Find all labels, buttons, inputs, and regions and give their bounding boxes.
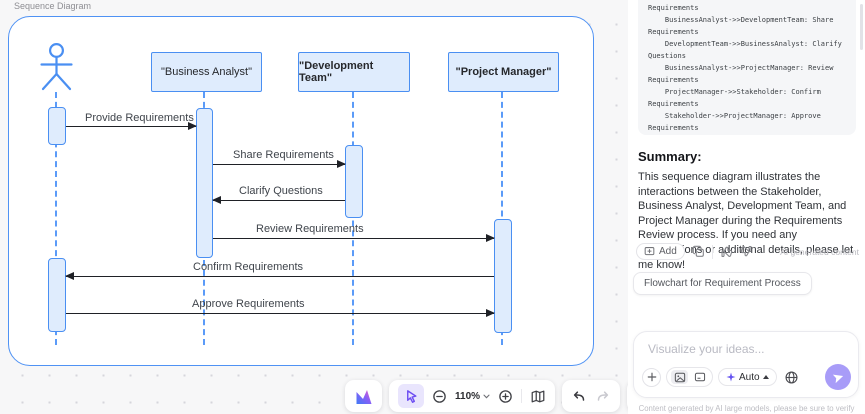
thumbs-up-button[interactable] xyxy=(720,245,733,258)
cursor-icon xyxy=(406,389,417,403)
actor-box-development-team[interactable]: "Development Team" xyxy=(298,52,410,92)
actor-box-project-manager[interactable]: "Project Manager" xyxy=(448,52,559,92)
redo-icon xyxy=(597,391,609,401)
actor-box-business-analyst[interactable]: "Business Analyst" xyxy=(151,52,262,92)
code-block: Requirements BusinessAnalyst->>Developme… xyxy=(638,0,856,135)
send-button[interactable] xyxy=(825,364,851,390)
actions-divider xyxy=(711,244,713,259)
actor-label: "Development Team" xyxy=(299,60,374,84)
message-arrow-share-requirements xyxy=(213,159,346,168)
zoom-in-button[interactable] xyxy=(498,389,513,404)
redo-button[interactable] xyxy=(595,388,611,404)
input-tools-row: Auto xyxy=(642,364,851,390)
thumbs-up-icon xyxy=(721,246,733,257)
zoom-out-icon xyxy=(433,389,446,403)
language-button[interactable] xyxy=(781,367,801,387)
canvas-toolbar: 110% xyxy=(345,380,660,412)
thumbs-down-button[interactable] xyxy=(740,245,753,258)
stakeholder-actor-icon[interactable] xyxy=(38,43,75,91)
zoom-out-button[interactable] xyxy=(432,389,447,404)
lifeline-development-team xyxy=(352,92,354,345)
message-arrow-approve-requirements xyxy=(66,308,495,317)
ai-disclaimer: Content generated by AI large models, pl… xyxy=(638,404,855,413)
add-to-canvas-button[interactable]: Add xyxy=(636,243,685,260)
mode-toggle-group xyxy=(666,367,713,387)
activation-bar-business-analyst[interactable] xyxy=(196,108,213,258)
message-arrow-confirm-requirements xyxy=(65,271,494,280)
suggestion-chip[interactable]: Flowchart for Requirement Process xyxy=(633,272,812,295)
actor-label: "Business Analyst" xyxy=(161,66,252,78)
toolbar-divider xyxy=(521,389,523,403)
prompt-input-box: Auto xyxy=(633,331,859,398)
pages-button[interactable] xyxy=(530,389,546,404)
zoom-level-value: 110% xyxy=(455,390,481,402)
undo-button[interactable] xyxy=(571,388,587,404)
plus-icon xyxy=(647,372,656,382)
history-tools-group xyxy=(562,380,621,412)
message-label-clarify-questions[interactable]: Clarify Questions xyxy=(239,185,323,197)
copy-icon xyxy=(692,245,704,257)
whiteboard-canvas[interactable]: Sequence Diagram "Business Analyst" "Dev… xyxy=(0,0,660,414)
message-arrow-review-requirements xyxy=(213,233,495,242)
chevron-down-icon xyxy=(483,394,490,398)
add-button-label: Add xyxy=(659,246,677,257)
actor-label: "Project Manager" xyxy=(455,66,552,78)
ai-assistant-button[interactable] xyxy=(345,380,382,412)
message-label-share-requirements[interactable]: Share Requirements xyxy=(233,149,334,161)
lifeline-stakeholder xyxy=(55,92,57,345)
ai-chat-panel: Requirements BusinessAnalyst->>Developme… xyxy=(628,0,865,414)
chat-box-icon xyxy=(694,372,705,382)
sequence-code-text: Requirements BusinessAnalyst->>Developme… xyxy=(648,4,842,132)
sparkle-icon xyxy=(726,372,736,382)
copy-button[interactable] xyxy=(692,245,705,258)
ai-generated-note: AI generated content xyxy=(780,246,859,257)
lifeline-project-manager xyxy=(501,92,503,345)
message-label-provide-requirements[interactable]: Provide Requirements xyxy=(85,112,194,124)
view-tools-group: 110% xyxy=(389,380,556,412)
message-actions-row: Add AI generat xyxy=(636,243,859,260)
zoom-level-dropdown[interactable]: 110% xyxy=(455,391,490,402)
app-logo-icon xyxy=(356,389,371,404)
activation-bar-project-manager[interactable] xyxy=(494,219,512,333)
activation-bar-stakeholder-1[interactable] xyxy=(48,107,66,145)
text-mode-button[interactable] xyxy=(691,370,708,384)
summary-text: This sequence diagram illustrates the in… xyxy=(638,171,854,271)
thumbs-down-icon xyxy=(740,246,752,257)
summary-heading: Summary: xyxy=(638,149,702,164)
message-label-approve-requirements[interactable]: Approve Requirements xyxy=(192,298,305,310)
undo-icon xyxy=(573,391,585,401)
diagram-frame-title: Sequence Diagram xyxy=(14,1,92,11)
image-icon xyxy=(674,372,685,382)
select-tool-button[interactable] xyxy=(398,384,424,408)
model-selector-label: Auto xyxy=(739,371,760,383)
map-icon xyxy=(531,390,545,402)
send-icon xyxy=(832,374,843,383)
caret-up-icon xyxy=(762,375,769,379)
insert-diagram-icon xyxy=(644,247,655,256)
activation-bar-development-team[interactable] xyxy=(345,145,363,218)
image-mode-button[interactable] xyxy=(671,370,688,384)
panel-scrollbar[interactable] xyxy=(860,4,863,50)
activation-bar-stakeholder-2[interactable] xyxy=(48,258,66,332)
message-arrow-clarify-questions xyxy=(212,195,345,204)
message-label-confirm-requirements[interactable]: Confirm Requirements xyxy=(193,261,304,273)
attach-button[interactable] xyxy=(642,367,661,387)
globe-icon xyxy=(785,370,798,384)
message-arrow-provide-requirements xyxy=(66,121,197,130)
zoom-in-icon xyxy=(499,389,512,403)
model-selector[interactable]: Auto xyxy=(718,368,777,386)
prompt-input[interactable] xyxy=(646,340,838,370)
message-label-review-requirements[interactable]: Review Requirements xyxy=(256,223,364,235)
